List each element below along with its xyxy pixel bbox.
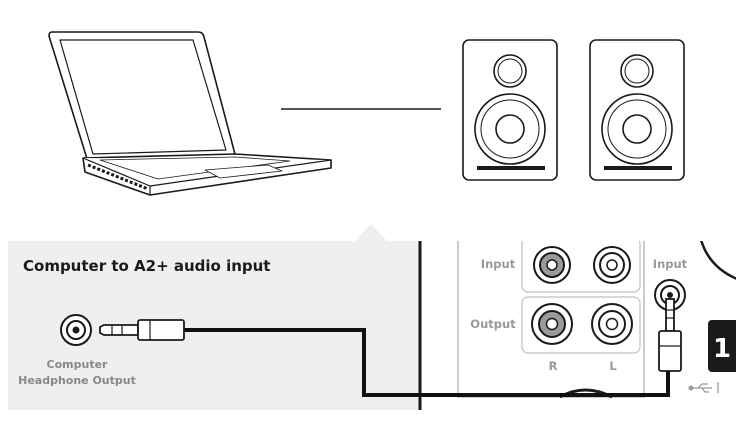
speaker-icon [589, 39, 685, 181]
laptop-icon [48, 31, 332, 196]
partial-badge: 1 [713, 334, 731, 364]
rca-jack-icon [533, 246, 571, 284]
row-label-input: Input [481, 257, 516, 271]
usb-icon [688, 382, 719, 393]
rca-jack-icon [593, 246, 631, 284]
rca-jack-icon [591, 303, 633, 345]
source-label-line2: Headphone Output [18, 374, 136, 387]
audio-cable [184, 328, 670, 397]
panel-title: Computer to A2+ audio input [23, 257, 270, 275]
col-label-r: R [549, 359, 558, 373]
headphone-jack-icon [60, 314, 92, 346]
row-label-output: Output [470, 317, 516, 331]
speaker-icon [462, 39, 558, 181]
stereo-plug-icon [99, 319, 185, 341]
source-label-line1: Computer [47, 358, 109, 371]
col-label-l: L [609, 359, 617, 373]
aux-input-label: Input [653, 257, 688, 271]
rca-jack-icon [531, 303, 573, 345]
